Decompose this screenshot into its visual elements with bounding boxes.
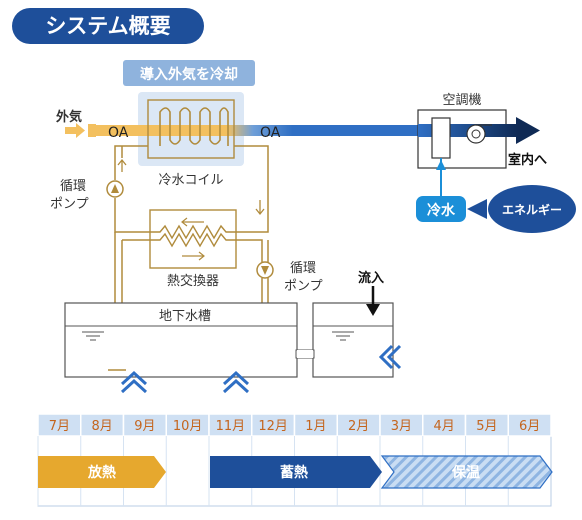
energy-badge: エネルギー [488, 185, 576, 233]
phase-retention-bar [380, 455, 553, 489]
month-label: 4月 [433, 419, 454, 434]
phase-release-bar [38, 456, 166, 488]
outside-air-label: 外気 [55, 109, 82, 125]
outside-air-arrow [65, 123, 96, 138]
month-label: 8月 [91, 419, 112, 434]
title-badge: システム概要 [12, 8, 204, 44]
month-label: 12月 [258, 419, 288, 434]
right-pump-icon [256, 261, 274, 279]
month-label: 11月 [216, 419, 246, 434]
indoor-arrow-head [516, 117, 540, 144]
inflow-arrow [366, 286, 380, 316]
month-label: 5月 [476, 419, 497, 434]
right-pump-label-2: ポンプ [284, 279, 323, 294]
month-label: 1月 [305, 419, 326, 434]
chilled-water-pipe-arrow [436, 160, 446, 170]
chilled-water-label: 冷水 [427, 202, 456, 219]
inflow-label: 流入 [358, 270, 384, 286]
month-label: 6月 [519, 419, 540, 434]
month-label: 10月 [173, 419, 203, 434]
page-title: システム概要 [45, 14, 170, 38]
heat-exchanger [149, 209, 237, 269]
month-label: 2月 [348, 419, 369, 434]
month-label: 3月 [391, 419, 412, 434]
left-pump-icon [106, 180, 124, 198]
left-pump-label-2: ポンプ [50, 197, 89, 212]
cooling-coil-label: 冷水コイル [158, 173, 223, 188]
oa-in-label: OA [108, 125, 129, 141]
phase-retention-label: 保温 [451, 464, 480, 481]
chilled-water-badge: 冷水 [416, 196, 466, 222]
month-cells: 7月 8月 9月 10月 11月 12月 1月 2月 3月 4月 5月 6月 [37, 413, 552, 506]
energy-label: エネルギー [502, 202, 562, 217]
heat-exchanger-label: 熱交換器 [167, 273, 219, 289]
phase-storage-label: 蓄熱 [280, 464, 308, 481]
air-duct [88, 125, 418, 136]
intake-label-box: 導入外気を冷却 [123, 60, 255, 86]
month-label: 9月 [134, 419, 155, 434]
oa-out-label: OA [260, 125, 281, 141]
energy-arrow [467, 199, 487, 219]
intake-label: 導入外気を冷却 [140, 66, 238, 83]
right-pump-label-1: 循環 [290, 261, 316, 276]
phase-storage-bar [210, 456, 382, 488]
month-label: 7月 [49, 419, 70, 434]
month-cell [507, 413, 552, 437]
air-conditioner-unit [417, 109, 518, 169]
indoor-label: 室内へ [508, 152, 547, 168]
calendar-timeline: 7月 8月 9月 10月 11月 12月 1月 2月 3月 4月 5月 6月 放熱 蓄熱 保温 [37, 413, 553, 507]
groundwater-chevrons-right [378, 344, 402, 370]
phase-release-label: 放熱 [87, 464, 116, 481]
air-conditioner-label: 空調機 [442, 93, 481, 108]
underground-tank-label: 地下水槽 [159, 309, 211, 324]
groundwater-chevrons-left [120, 370, 148, 394]
cooling-coil [147, 99, 235, 159]
water-level-marks [82, 331, 354, 341]
left-pump-label-1: 循環 [60, 179, 86, 194]
underground-tank [64, 302, 394, 378]
groundwater-chevrons-center [222, 370, 250, 394]
